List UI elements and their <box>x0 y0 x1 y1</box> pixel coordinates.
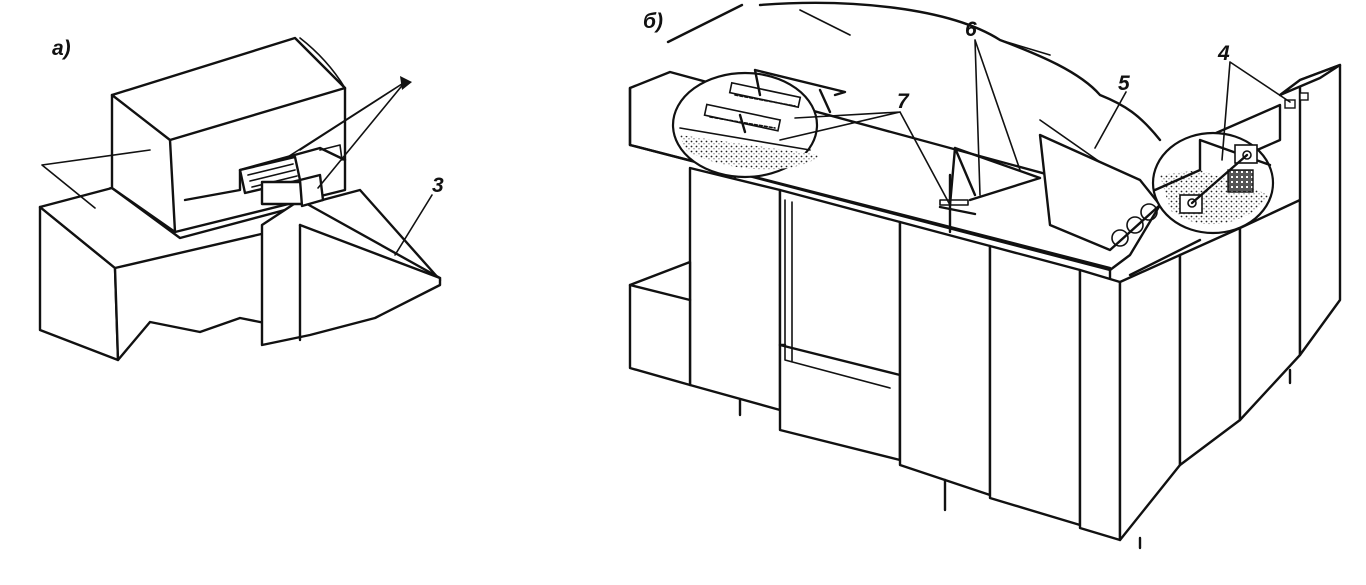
callout-4: 4 <box>1217 42 1230 65</box>
arrow-head-icon <box>400 76 412 90</box>
callout-7: 7 <box>897 90 910 113</box>
panel-a-label: а) <box>52 37 71 60</box>
leader-6 <box>974 39 1021 196</box>
anchor-6 <box>938 146 1042 216</box>
leader-3 <box>394 194 433 256</box>
panel-b-drawing: б) 6 4 5 7 <box>628 1 1342 550</box>
panel-a-drawing: а) 3 <box>38 36 444 362</box>
anchor-frame <box>238 144 343 208</box>
leader-2 <box>41 149 151 209</box>
callout-6: 6 <box>965 18 977 41</box>
slab-void <box>1140 203 1158 221</box>
leader-4 <box>1221 61 1291 161</box>
slab-void <box>1126 216 1144 234</box>
callout-3: 3 <box>432 174 444 197</box>
detail-callout-left <box>671 68 847 179</box>
detail-callout-right <box>1151 92 1309 235</box>
hollow-core-slab <box>1038 133 1162 252</box>
side-panels <box>1118 63 1342 550</box>
wall-3 <box>260 198 442 347</box>
leader-1 <box>282 81 406 189</box>
panel-b-label: б) <box>643 10 663 33</box>
leader-5 <box>1094 91 1127 149</box>
wall-panels <box>628 166 1122 542</box>
slab-void <box>1111 229 1129 247</box>
leader-7 <box>779 111 951 206</box>
callout-5: 5 <box>1118 72 1130 95</box>
roof-slab-edge <box>666 1 1162 142</box>
